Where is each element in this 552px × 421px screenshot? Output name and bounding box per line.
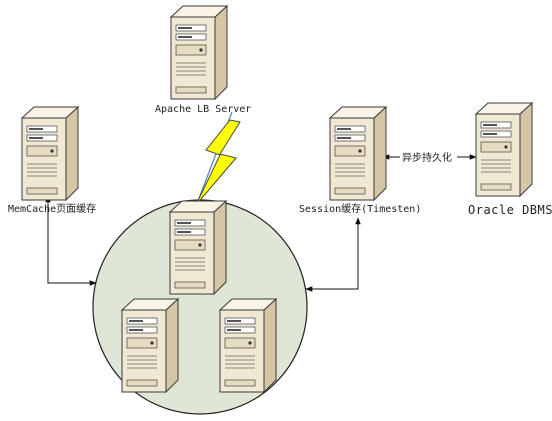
memcache-label: MemCache页面缓存 [8,202,96,215]
cluster-server-left-icon [121,298,179,393]
memcache-connector [45,195,97,286]
session-label: Session缓存(Timesten) [299,202,421,215]
cluster-server-top-icon [169,200,227,295]
memcache-server-icon [21,106,79,201]
session-connector [305,217,361,292]
apache-lb-server-icon [170,5,228,100]
lightning-bolt-icon [195,119,241,206]
session-server-icon [329,106,387,201]
async-persistence-label: 异步持久化 [402,151,452,164]
oracle-dbms-label: Oracle DBMS [468,203,552,217]
oracle-server-icon [475,102,533,197]
apache-lb-server-label: Apache LB Server [155,104,251,115]
cluster-server-right-icon [219,298,277,393]
